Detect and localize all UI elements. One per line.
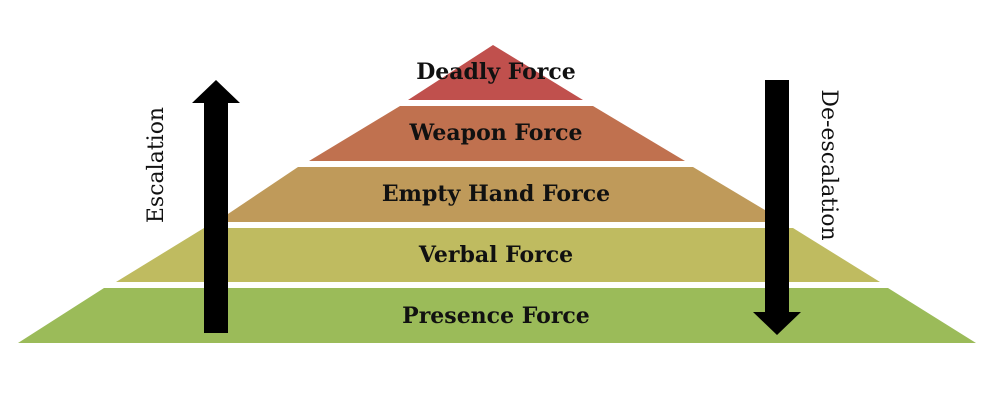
tier-label-presence-force: Presence Force: [402, 303, 590, 329]
escalation-label: Escalation: [144, 107, 169, 223]
tier-deadly-force: [408, 45, 583, 100]
escalation-arrow-group: Escalation: [144, 80, 240, 333]
deescalation-arrow-icon: [753, 80, 801, 335]
tier-label-weapon-force: Weapon Force: [409, 120, 583, 146]
tier-label-empty-hand-force: Empty Hand Force: [382, 181, 610, 207]
tier-weapon-force: [309, 106, 685, 161]
tier-label-verbal-force: Verbal Force: [418, 242, 573, 268]
tier-label-deadly-force: Deadly Force: [416, 59, 576, 85]
tier-verbal-force: [116, 228, 880, 282]
tier-presence-force: [18, 288, 976, 343]
tier-labels: Deadly Force Weapon Force Empty Hand For…: [382, 59, 610, 329]
tier-empty-hand-force: [216, 167, 785, 222]
escalation-arrow-icon: [192, 80, 240, 333]
deescalation-label: De-escalation: [816, 89, 841, 240]
pyramid: [18, 45, 976, 343]
deescalation-arrow-group: De-escalation: [753, 80, 841, 335]
